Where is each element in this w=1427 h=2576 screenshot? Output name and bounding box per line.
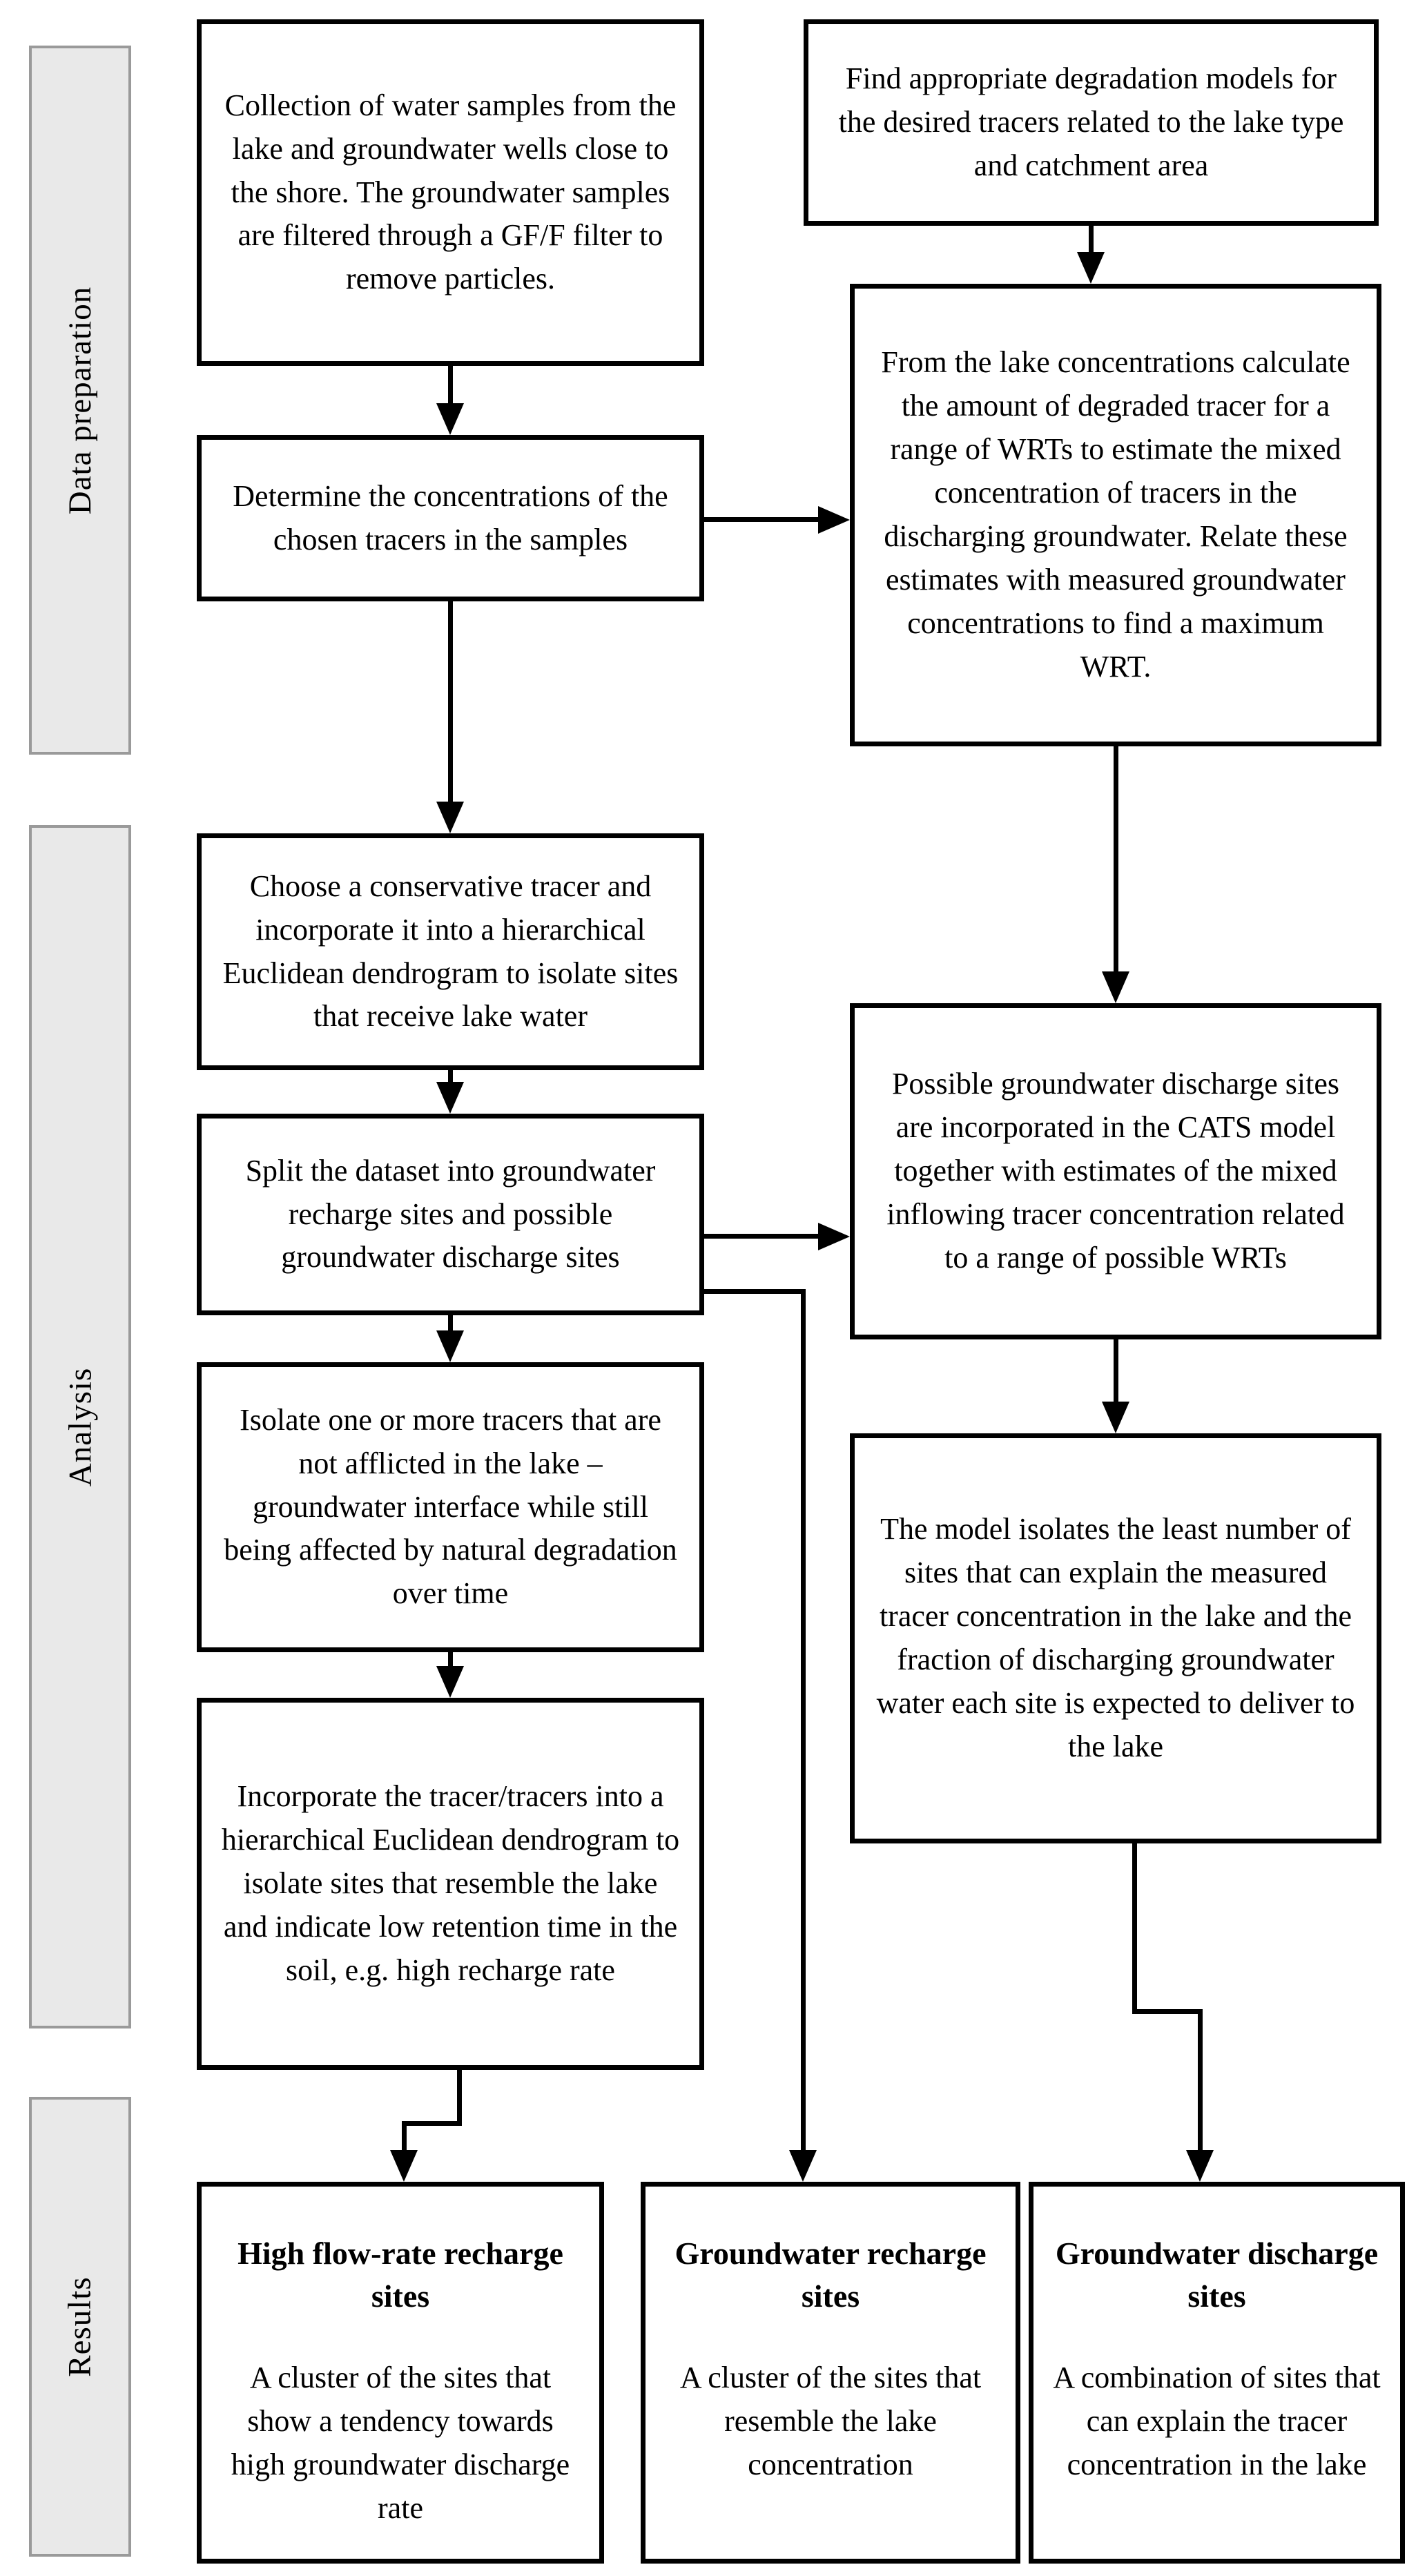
connector-incorporate-elbow-left — [402, 2121, 462, 2126]
result-discharge-title: Groundwater discharge sites — [1055, 2236, 1379, 2314]
arrowhead-choose-to-split — [436, 1082, 464, 1114]
box-collection-of-water-samples: Collection of water samples from the lak… — [197, 19, 704, 366]
box-model-isolates-sites: The model isolates the least number of s… — [850, 1433, 1381, 1843]
box-possible-discharge-sites-cats: Possible groundwater discharge sites are… — [850, 1003, 1381, 1339]
arrowhead-findmodels-to-fromlake — [1077, 252, 1105, 284]
phase-label-data-preparation: Data preparation — [62, 286, 99, 514]
box-result-high-flow-rate-recharge-sites: High flow-rate recharge sites A cluster … — [197, 2182, 604, 2564]
box-split-dataset: Split the dataset into groundwater recha… — [197, 1114, 704, 1315]
connector-determine-to-choose — [448, 601, 453, 805]
box-collection-text: Collection of water samples from the lak… — [224, 88, 677, 296]
box-find-degradation-models: Find appropriate degradation models for … — [804, 19, 1379, 226]
arrowhead-split-to-isolate — [436, 1330, 464, 1362]
arrowhead-determine-to-fromlake — [818, 506, 850, 534]
connector-incorporate-elbow-down — [457, 2070, 462, 2126]
arrowhead-split-to-possible — [818, 1223, 850, 1250]
connector-possible-to-model — [1114, 1339, 1118, 1405]
phase-bar-results: Results — [29, 2097, 131, 2557]
result-discharge-body: A combination of sites that can explain … — [1053, 2361, 1381, 2481]
box-choose-conservative-tracer: Choose a conservative tracer and incorpo… — [197, 833, 704, 1070]
box-determine-text: Determine the concentrations of the chos… — [233, 478, 668, 556]
result-high-flow-title: High flow-rate recharge sites — [237, 2236, 563, 2314]
connector-fromlake-to-possible — [1114, 746, 1118, 976]
connector-isolate-to-incorporate — [448, 1652, 453, 1670]
box-model-isolates-text: The model isolates the least number of s… — [876, 1512, 1355, 1763]
connector-split-to-recharge-vertical — [801, 1289, 806, 2154]
connector-model-elbow-drop — [1198, 2009, 1203, 2154]
box-result-groundwater-recharge-sites: Groundwater recharge sites A cluster of … — [641, 2182, 1020, 2564]
connector-incorporate-elbow-drop — [402, 2121, 407, 2154]
result-recharge-body: A cluster of the sites that resemble the… — [679, 2361, 982, 2481]
connector-model-elbow-down — [1132, 1843, 1137, 2014]
phase-label-analysis: Analysis — [62, 1367, 98, 1486]
arrowhead-possible-to-model — [1102, 1402, 1129, 1433]
box-result-groundwater-discharge-sites: Groundwater discharge sites A combinatio… — [1029, 2182, 1405, 2564]
arrowhead-split-to-recharge-result — [789, 2150, 817, 2182]
box-incorporate-text: Incorporate the tracer/tracers into a hi… — [221, 1779, 680, 1987]
connector-split-to-isolate — [448, 1315, 453, 1335]
box-possible-sites-text: Possible groundwater discharge sites are… — [886, 1067, 1345, 1275]
connector-model-elbow-right — [1132, 2009, 1203, 2014]
phase-bar-data-preparation: Data preparation — [29, 46, 131, 755]
box-from-lake-text: From the lake concentrations calculate t… — [881, 345, 1350, 684]
result-recharge-title: Groundwater recharge sites — [674, 2236, 987, 2314]
box-incorporate-tracers-dendrogram: Incorporate the tracer/tracers into a hi… — [197, 1698, 704, 2070]
arrowhead-model-to-discharge-result — [1186, 2150, 1214, 2182]
box-split-dataset-text: Split the dataset into groundwater recha… — [245, 1153, 656, 1275]
arrowhead-isolate-to-incorporate — [436, 1666, 464, 1698]
connector-choose-to-split — [448, 1070, 453, 1087]
arrowhead-incorporate-to-highflow-result — [390, 2150, 418, 2182]
box-find-models-text: Find appropriate degradation models for … — [838, 61, 1344, 182]
box-from-lake-concentrations: From the lake concentrations calculate t… — [850, 284, 1381, 746]
result-high-flow-body: A cluster of the sites that show a tende… — [231, 2361, 570, 2525]
connector-split-to-recharge-horizontal — [704, 1289, 806, 1294]
phase-bar-analysis: Analysis — [29, 825, 131, 2028]
box-determine-concentrations: Determine the concentrations of the chos… — [197, 435, 704, 601]
connector-findmodels-to-fromlake — [1089, 226, 1094, 256]
arrowhead-fromlake-to-possible — [1102, 971, 1129, 1003]
connector-collection-to-determine — [448, 366, 453, 407]
connector-determine-to-fromlake — [704, 517, 822, 522]
phase-label-results: Results — [62, 2276, 99, 2377]
box-isolate-tracers-text: Isolate one or more tracers that are not… — [224, 1402, 677, 1611]
box-isolate-tracers: Isolate one or more tracers that are not… — [197, 1362, 704, 1652]
arrowhead-determine-to-choose — [436, 802, 464, 833]
connector-split-to-possible — [704, 1234, 822, 1239]
box-choose-tracer-text: Choose a conservative tracer and incorpo… — [222, 869, 679, 1034]
arrowhead-collection-to-determine — [436, 403, 464, 435]
